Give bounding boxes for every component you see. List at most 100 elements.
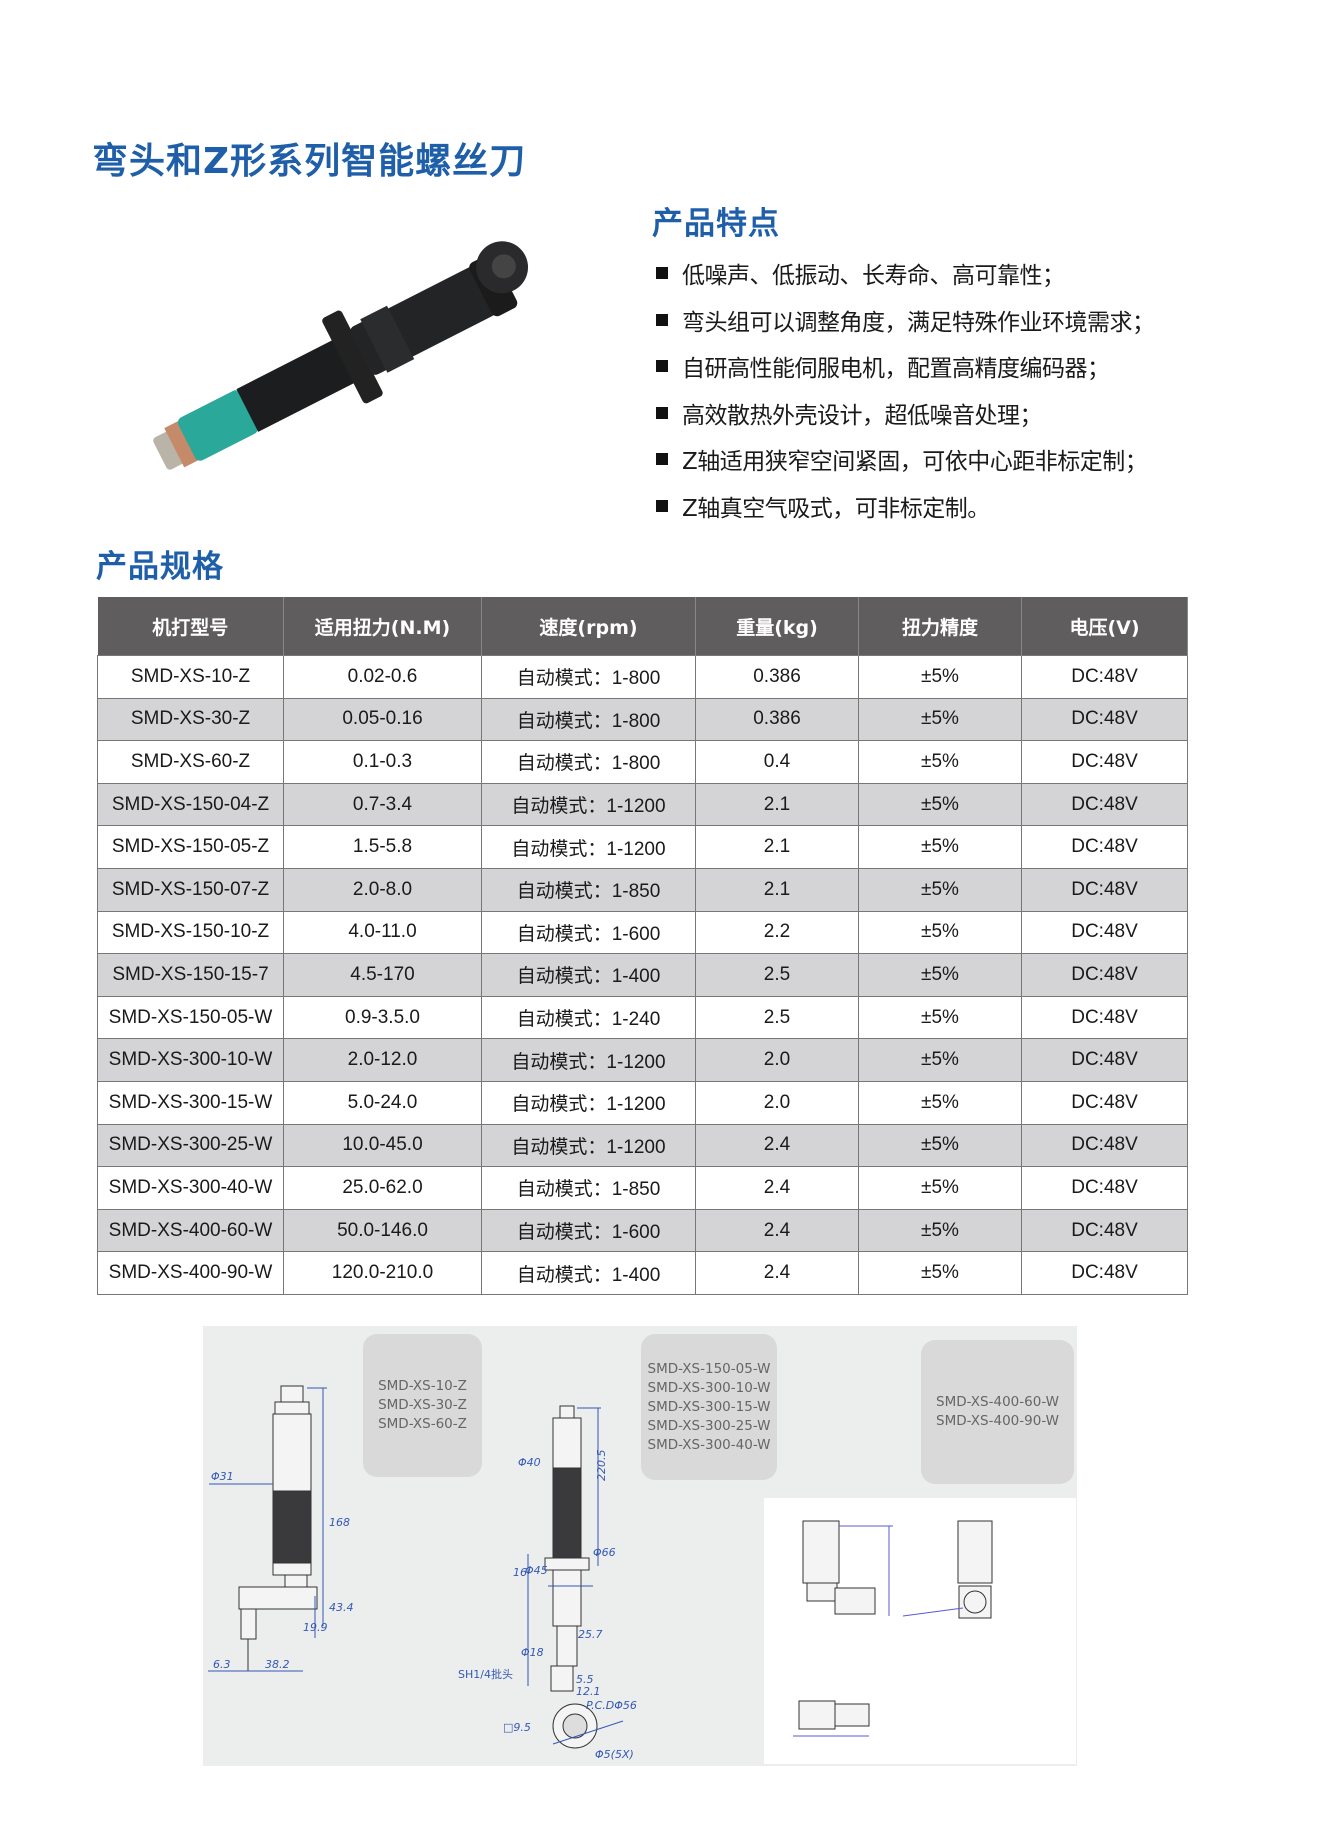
table-cell: ±5% <box>858 1123 1022 1168</box>
page-title: 弯头和Z形系列智能螺丝刀 <box>92 141 527 182</box>
column-header: 电压(V) <box>1021 597 1188 656</box>
table-cell: 4.5-170 <box>283 953 482 997</box>
table-cell: 自动模式：1-400 <box>481 1251 696 1295</box>
table-cell: DC:48V <box>1021 910 1188 955</box>
table-cell: 2.0 <box>695 1038 859 1082</box>
dim-label: 25.7 <box>578 1628 603 1641</box>
table-cell: 自动模式：1-400 <box>481 953 696 997</box>
column-header: 速度(rpm) <box>481 597 696 656</box>
table-cell: 2.0-12.0 <box>283 1038 482 1082</box>
spec-table: 机打型号适用扭力(N.M)速度(rpm)重量(kg)扭力精度电压(V) SMD-… <box>97 597 1188 1295</box>
table-cell: DC:48V <box>1021 953 1188 997</box>
table-cell: 自动模式：1-1200 <box>481 1080 696 1125</box>
table-cell: SMD-XS-150-04-Z <box>97 782 284 827</box>
table-cell: 5.0-24.0 <box>283 1080 482 1125</box>
screwdriver-product-image <box>153 241 529 470</box>
teal-sleeve <box>177 390 258 461</box>
dim-label: Φ45 <box>525 1564 548 1577</box>
table-cell: SMD-XS-150-15-7 <box>97 953 284 997</box>
table-cell: SMD-XS-300-40-W <box>97 1166 284 1210</box>
table-cell: ±5% <box>858 910 1022 955</box>
table-cell: DC:48V <box>1021 782 1188 827</box>
dim-label: Φ5(5X) <box>595 1748 634 1761</box>
table-cell: 25.0-62.0 <box>283 1166 482 1210</box>
table-cell: SMD-XS-300-15-W <box>97 1080 284 1125</box>
dim-label: 19.9 <box>303 1621 328 1634</box>
table-cell: SMD-XS-10-Z <box>97 655 284 699</box>
table-cell: DC:48V <box>1021 867 1188 912</box>
table-cell: DC:48V <box>1021 655 1188 699</box>
table-cell: 自动模式：1-600 <box>481 1208 696 1253</box>
bullet-square-icon <box>656 453 668 466</box>
table-cell: 自动模式：1-240 <box>481 995 696 1040</box>
table-cell: DC:48V <box>1021 1123 1188 1168</box>
table-cell: SMD-XS-300-25-W <box>97 1123 284 1168</box>
features-heading: 产品特点 <box>652 206 780 242</box>
table-cell: 自动模式：1-1200 <box>481 825 696 869</box>
table-cell: 自动模式：1-800 <box>481 740 696 784</box>
table-cell: SMD-XS-150-05-Z <box>97 825 284 869</box>
table-cell: 2.0 <box>695 1080 859 1125</box>
table-cell: DC:48V <box>1021 740 1188 784</box>
table-cell: ±5% <box>858 1038 1022 1082</box>
feature-text: Z轴真空气吸式，可非标定制。 <box>682 495 990 522</box>
table-cell: SMD-XS-60-Z <box>97 740 284 784</box>
table-cell: 50.0-146.0 <box>283 1208 482 1253</box>
model-name: SMD-XS-150-05-W <box>647 1360 771 1377</box>
table-cell: 0.9-3.5.0 <box>283 995 482 1040</box>
table-cell: 2.1 <box>695 782 859 827</box>
model-name: SMD-XS-10-Z <box>378 1378 467 1394</box>
dim-label: □9.5 <box>503 1721 531 1734</box>
table-cell: DC:48V <box>1021 1251 1188 1295</box>
table-cell: 2.0-8.0 <box>283 867 482 912</box>
model-name: SMD-XS-60-Z <box>378 1416 467 1432</box>
table-cell: ±5% <box>858 782 1022 827</box>
table-cell: 10.0-45.0 <box>283 1123 482 1168</box>
table-cell: ±5% <box>858 1166 1022 1210</box>
table-cell: 2.1 <box>695 867 859 912</box>
end-cap <box>153 431 185 470</box>
feature-text: 弯头组可以调整角度，满足特殊作业环境需求； <box>682 309 1155 336</box>
model-name: SMD-XS-300-10-W <box>647 1379 771 1396</box>
dim-label: 16 <box>513 1566 527 1579</box>
table-cell: ±5% <box>858 867 1022 912</box>
table-header-row: 机打型号适用扭力(N.M)速度(rpm)重量(kg)扭力精度电压(V) <box>97 597 1188 656</box>
table-cell: DC:48V <box>1021 825 1188 869</box>
feature-text: 高效散热外壳设计，超低噪音处理； <box>682 402 1043 429</box>
drawing-w-type <box>544 1405 598 1749</box>
table-cell: SMD-XS-30-Z <box>97 697 284 742</box>
table-cell: 0.4 <box>695 740 859 784</box>
table-cell: 1.5-5.8 <box>283 825 482 869</box>
dim-label: SH1/4批头 <box>458 1667 513 1681</box>
dim-label: 168 <box>329 1516 350 1529</box>
model-name: SMD-XS-400-90-W <box>936 1413 1059 1429</box>
bullet-square-icon <box>656 499 668 512</box>
feature-text: 自研高性能伺服电机，配置高精度编码器； <box>682 356 1110 383</box>
bullet-square-icon <box>656 406 668 419</box>
table-cell: ±5% <box>858 995 1022 1040</box>
table-cell: ±5% <box>858 825 1022 869</box>
specs-heading: 产品规格 <box>96 549 224 585</box>
table-cell: 自动模式：1-600 <box>481 910 696 955</box>
table-cell: 自动模式：1-1200 <box>481 1038 696 1082</box>
table-cell: 120.0-210.0 <box>283 1251 482 1295</box>
table-cell: DC:48V <box>1021 697 1188 742</box>
bullet-square-icon <box>656 267 668 280</box>
table-cell: ±5% <box>858 655 1022 699</box>
table-cell: 0.05-0.16 <box>283 697 482 742</box>
table-cell: SMD-XS-400-90-W <box>97 1251 284 1295</box>
table-cell: 自动模式：1-800 <box>481 697 696 742</box>
table-cell: 0.7-3.4 <box>283 782 482 827</box>
